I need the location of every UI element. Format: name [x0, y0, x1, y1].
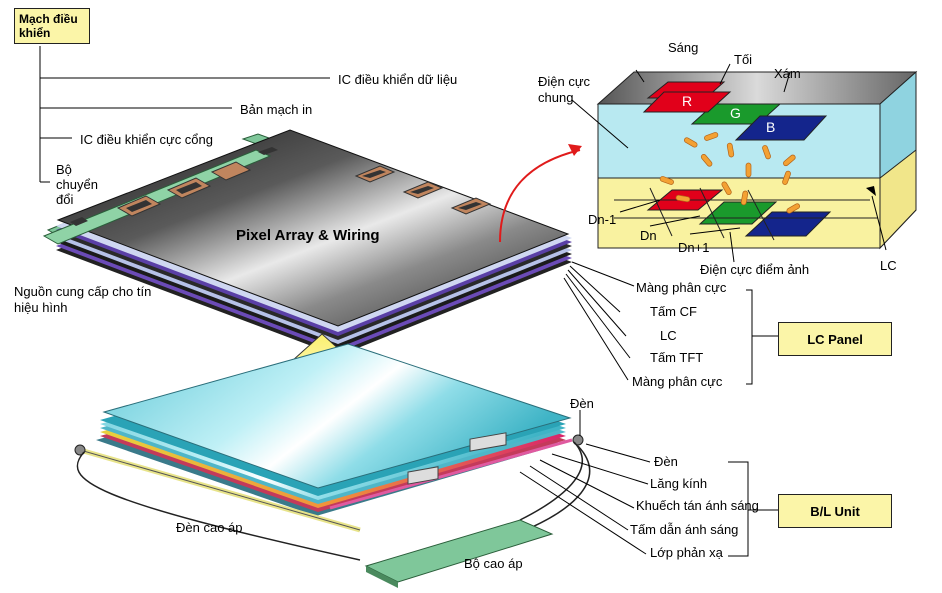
lamp-top-label: Đèn: [570, 396, 594, 411]
lc-panel-label: LC Panel: [807, 331, 863, 347]
prism-label: Lăng kính: [650, 476, 708, 491]
dn-plus-label: Dn+1: [678, 240, 710, 255]
subpixel-g-label: G: [730, 105, 741, 121]
converter-label: Bộ chuyển đổi: [56, 162, 98, 207]
gate-ic-chips: [70, 161, 252, 226]
dn-label: Dn: [640, 228, 657, 243]
inverter-label: Bộ cao áp: [464, 556, 523, 571]
hv-lamp-label: Đèn cao áp: [176, 520, 243, 535]
control-circuit-label: Mạch điều khiển: [19, 12, 78, 40]
reflector-label: Lớp phản xạ: [650, 545, 723, 560]
cf-plate-label: Tấm CF: [650, 304, 697, 319]
lc-panel-box: LC Panel: [778, 322, 892, 356]
control-circuit-leaders: [39, 46, 330, 183]
diffuser-label: Khuếch tán ánh sáng: [636, 498, 759, 513]
bl-unit-box: B/L Unit: [778, 494, 892, 528]
bl-unit-label: B/L Unit: [810, 503, 860, 519]
dn-minus-label: Dn-1: [588, 212, 617, 227]
pcb-strip-gate: [42, 149, 272, 245]
common-electrode-label: Điện cực chung: [538, 74, 591, 105]
polarizer-top-label: Màng phân cực: [636, 280, 727, 295]
dark-label: Tối: [734, 52, 753, 67]
gate-ic-label: IC điều khiển cực cổng: [80, 132, 213, 147]
pixel-electrode-label: Điện cực điểm ảnh: [700, 262, 810, 277]
inverter-board: [364, 519, 554, 583]
light-guide-label: Tấm dẫn ánh sáng: [630, 522, 739, 537]
pcb-label: Bản mạch in: [240, 102, 313, 117]
gray-label: Xám: [774, 66, 801, 81]
panel-leaders: [563, 261, 778, 385]
tft-plate-label: Tấm TFT: [650, 350, 704, 365]
lamp-label: Đèn: [654, 454, 678, 469]
subpixel-r-label: R: [682, 93, 693, 109]
control-circuit-box: Mạch điều khiển: [14, 8, 90, 44]
lc-layer-label: LC: [660, 328, 677, 343]
backlight-stack: [96, 343, 572, 516]
subpixel-b: [734, 115, 828, 141]
data-ic-label: IC điều khiển dữ liệu: [338, 72, 458, 87]
backlight-leaders: [519, 410, 778, 557]
cold-cathode-lamp-right: [329, 438, 573, 510]
subpixel-b-label: B: [766, 119, 776, 135]
polarizer-bottom-label: Màng phân cực: [632, 374, 723, 389]
data-ic-chips: [258, 147, 492, 215]
pixel-array-label: Pixel Array & Wiring: [236, 227, 380, 244]
zoom-arrow: [499, 149, 581, 243]
bright-label: Sáng: [668, 40, 699, 55]
lc-cell-label: LC: [880, 258, 897, 273]
pixel-cell: [571, 63, 918, 263]
signal-supply-label: Nguồn cung cấp cho tín hiệu hình: [14, 284, 152, 315]
backlight-top-surface: [102, 343, 572, 489]
